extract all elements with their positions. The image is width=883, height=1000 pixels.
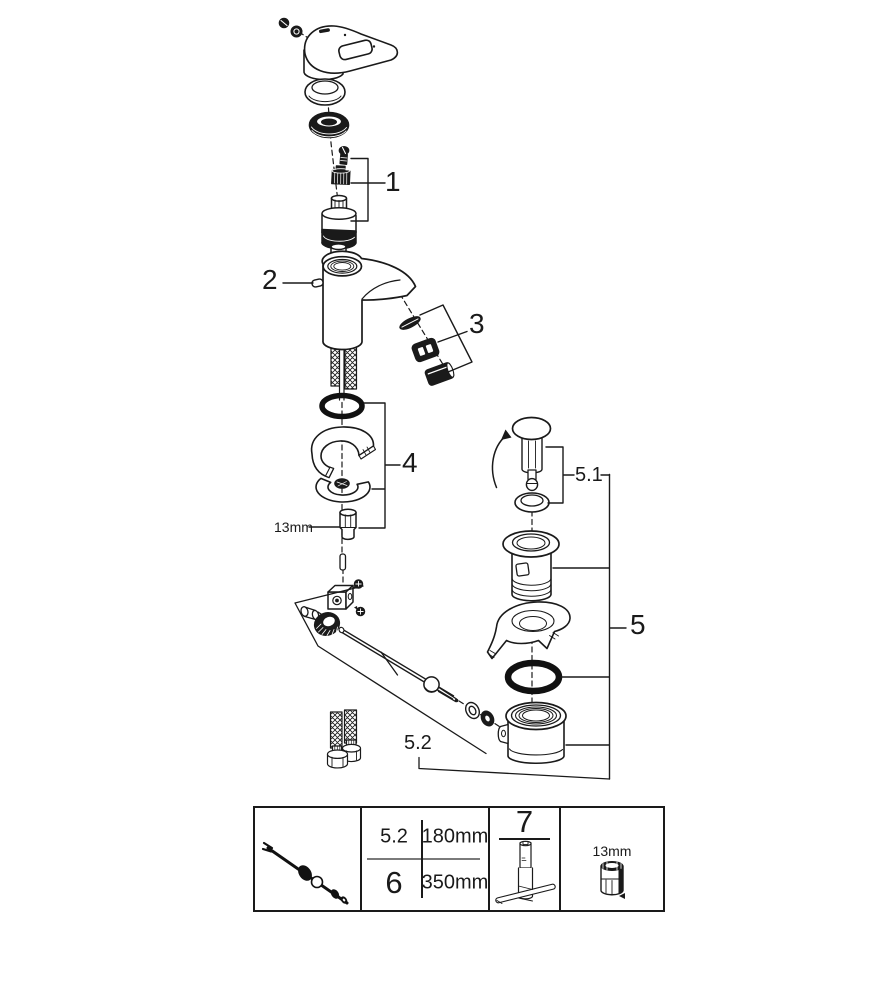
part-label-4: 4 [402,447,418,478]
cartridge-assembly [321,145,386,256]
part-label-1: 1 [385,166,401,197]
handle-thread-ring [308,111,350,140]
legend-tool-underline [499,838,550,840]
legend-length-180: 180mm [421,825,489,848]
legend-length-350: 350mm [421,871,489,894]
legend-cell-lengths: 5.2 180mm 6 350mm [362,808,490,910]
supply-hoses [326,709,362,769]
rod-seal [480,710,495,727]
base-o-ring [319,392,365,420]
cartridge-screw [338,145,350,165]
mounting-tool-thumbnail [495,840,556,904]
part-label-5: 5 [630,609,646,640]
faucet-body [282,250,417,401]
bracket-4 [358,402,401,529]
aerator-gasket [399,316,421,330]
pull-rod-upper [338,344,345,401]
bracket-5 [552,473,627,780]
lever-cutout [338,39,373,61]
body-pin [311,278,324,288]
mounting-assembly [308,392,401,541]
waste-upper-body [502,530,560,602]
part-label-5-2: 5.2 [404,732,432,754]
plug-stem [521,437,543,474]
legend-socket-size: 13mm [592,843,632,859]
aerator-insert [411,337,440,363]
knurled-seal-nut [313,612,341,636]
legend-cell-rod [255,808,362,910]
bracket-1 [350,157,386,222]
pivot-pin [339,553,347,571]
waste-lower-body [497,701,567,765]
part-label-3: 3 [469,308,485,339]
rod-thumbnail [261,841,349,905]
plug-ball [525,477,539,492]
horseshoe-washer [315,477,371,503]
mounting-nut-13mm [339,508,357,541]
mounting-clamp [310,426,377,479]
bracket-5-1 [545,446,611,504]
part-label-5-1: 5.1 [575,464,603,486]
rod-ball [423,676,440,693]
popup-plug-assembly [491,416,611,513]
cartridge-adjustment-nut [331,165,351,186]
legend-h-divider [367,858,480,860]
cartridge [321,194,357,256]
wrench-size-label: 13mm [274,519,313,535]
legend-cell-socket: 13mm [561,808,663,910]
aerator-assembly [399,304,473,386]
waste-o-ring [504,659,563,695]
waste-saddle [486,601,571,660]
hose-nut-left [326,745,349,769]
legend-ref-6: 6 [385,865,403,900]
plug-seal-ring [514,492,550,513]
rod-nut [300,606,320,621]
legend-ref-5-2: 5.2 [380,825,408,848]
plug-knob [511,416,552,441]
socket-thumbnail [600,861,625,899]
pivot-rod [338,626,459,703]
part-label-2: 2 [262,264,278,295]
pivot-rod-assembly [294,553,611,780]
rod-o-ring [464,701,481,720]
legend-table: 5.2 180mm 6 350mm 7 13mm [253,804,665,912]
legend-tool-ref: 7 [515,804,534,839]
handle-dome-ring [304,78,346,106]
aerator-housing [424,362,455,386]
handle-assembly [278,17,399,140]
bracket-5-2 [294,585,611,780]
block-screw-lower [354,606,366,617]
rotation-arrow [491,435,507,489]
bracket-3 [419,304,473,373]
handle-screw [290,25,303,38]
legend-v-divider [421,820,423,898]
legend-cell-tool: 7 [490,804,561,910]
waste-assembly [486,473,627,780]
